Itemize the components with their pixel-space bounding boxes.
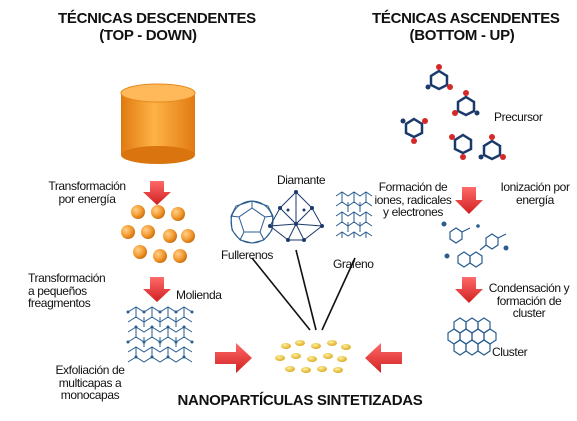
- graphene-sheet-left-nodes: [126, 310, 194, 359]
- footer-title: NANOPARTÍCULAS SINTETIZADAS: [177, 392, 423, 409]
- graphene-stack: [335, 191, 373, 238]
- converging-lines: [251, 249, 356, 331]
- down-arrow-1: [143, 181, 171, 205]
- label-exfoliation: Exfoliación de multicapas a monocapas: [44, 364, 136, 402]
- left-pointing-arrow: [365, 343, 402, 373]
- diamond-atoms: [268, 190, 324, 242]
- top-down-title-line1: TÉCNICAS DESCENDENTES: [58, 10, 256, 27]
- bulk-material-cylinder: [120, 83, 196, 164]
- label-ionization: Ionización por energía: [494, 181, 576, 206]
- label-small-fragments-line3: freagmentos: [28, 296, 91, 310]
- label-fullerenos: Fullerenos: [221, 248, 274, 262]
- label-diamante: Diamante: [277, 173, 326, 187]
- right-pointing-arrow: [215, 343, 252, 373]
- label-small-fragments-line1: Transformación: [28, 271, 106, 285]
- bottom-up-heading: TÉCNICAS ASCENDENTES (BOTTOM - UP): [372, 10, 560, 44]
- label-small-fragments: Transformación a pequeños freagmentos: [28, 272, 138, 310]
- label-ion-formation-line2: iones, radicales: [374, 192, 452, 207]
- graphene-sheet-left: [127, 306, 193, 363]
- top-down-title-line2: (TOP - DOWN): [99, 27, 197, 44]
- label-precursor: Precursor: [494, 110, 543, 124]
- label-transformation-energy: Transformación por energía: [40, 180, 134, 205]
- label-ionization-line1: Ionización por: [500, 180, 570, 194]
- label-condensation-line2: formación de: [496, 293, 562, 308]
- synthesized-nanoparticles: [275, 340, 351, 373]
- ions-radicals: [449, 227, 507, 268]
- label-grafeno: Grafeno: [333, 257, 374, 271]
- down-arrow-3: [455, 187, 483, 214]
- label-ion-formation: Formación de iones, radicales y electron…: [370, 181, 456, 219]
- down-arrow-4: [455, 277, 483, 303]
- label-transformation-energy-line2: por energía: [58, 191, 116, 206]
- bottom-up-title-line1: TÉCNICAS ASCENDENTES: [372, 10, 560, 27]
- sphere-fragments: [121, 205, 195, 263]
- label-transformation-energy-line1: Transformación: [48, 179, 126, 193]
- label-ionization-line2: energía: [516, 192, 554, 207]
- label-ion-formation-line1: Formación de: [378, 180, 448, 194]
- precursor-molecules: [400, 64, 506, 161]
- diamond-structure: [269, 191, 323, 241]
- cluster-structure: [447, 317, 497, 356]
- fullerene-structure: [230, 200, 274, 244]
- label-small-fragments-line2: a pequeños: [28, 283, 87, 298]
- label-exfoliation-line2: multicapas a: [58, 375, 122, 390]
- label-exfoliation-line3: monocapas: [60, 388, 120, 402]
- bottom-up-title-line2: (BOTTOM - UP): [409, 27, 515, 44]
- label-exfoliation-line1: Exfoliación de: [55, 363, 125, 377]
- top-down-heading: TÉCNICAS DESCENDENTES (TOP - DOWN): [58, 10, 256, 44]
- label-cluster: Cluster: [492, 345, 528, 359]
- label-condensation-line1: Condensación y: [488, 281, 570, 295]
- label-molienda: Molienda: [176, 288, 222, 302]
- label-ion-formation-line3: y electrones: [383, 205, 443, 219]
- label-condensation: Condensación y formación de cluster: [484, 282, 574, 320]
- label-condensation-line3: cluster: [512, 306, 546, 320]
- down-arrow-2: [143, 277, 171, 302]
- ion-dots: [441, 221, 509, 259]
